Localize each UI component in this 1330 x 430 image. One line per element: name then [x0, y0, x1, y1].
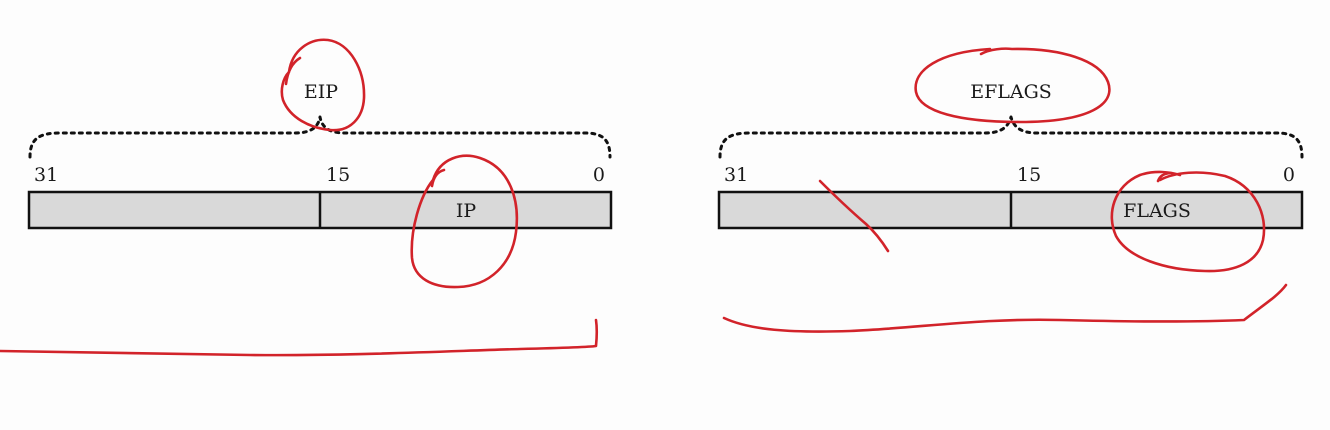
left-underline-annotation — [0, 318, 599, 357]
eflags-brace — [718, 115, 1304, 159]
eip-circle-annotation — [280, 38, 366, 132]
eflags-register-group: EFLAGS 31 15 0 FLAGS — [717, 81, 1304, 230]
eflags-bit-15: 15 — [1017, 164, 1041, 186]
eflags-label: EFLAGS — [970, 81, 1052, 103]
eip-brace — [28, 115, 612, 159]
ip-label: IP — [456, 200, 477, 222]
eip-bit-31: 31 — [34, 164, 58, 186]
eip-bit-0: 0 — [593, 164, 605, 186]
ip-circle-annotation — [410, 154, 519, 289]
eflags-bit-31: 31 — [724, 164, 748, 186]
right-underline-annotation — [722, 283, 1288, 333]
eip-label: EIP — [304, 81, 338, 103]
eflags-circle-annotation — [914, 47, 1111, 124]
eip-register-group: EIP 31 15 0 IP — [27, 81, 613, 230]
eip-bit-15: 15 — [326, 164, 350, 186]
eflags-bit-0: 0 — [1283, 164, 1295, 186]
flags-circle-annotation — [1110, 170, 1266, 273]
annotation-layer — [0, 38, 1288, 357]
flags-label: FLAGS — [1123, 200, 1191, 222]
eflags-strike-annotation — [818, 179, 890, 253]
